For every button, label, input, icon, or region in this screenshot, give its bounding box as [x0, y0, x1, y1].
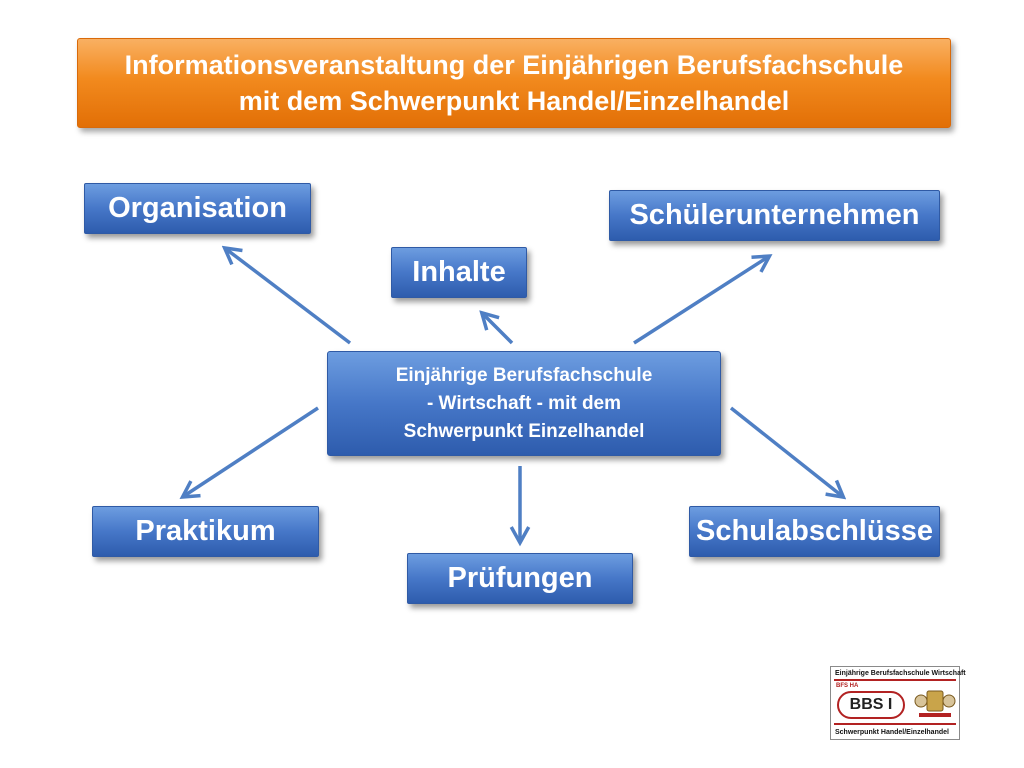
node-center: Einjährige Berufsfachschule - Wirtschaft…	[327, 351, 721, 456]
school-logo: Einjährige Berufsfachschule Wirtschaft B…	[830, 666, 966, 740]
node-organisation: Organisation	[84, 183, 311, 234]
title-line-2: mit dem Schwerpunkt Handel/Einzelhandel	[238, 86, 790, 116]
node-praktikum-label: Praktikum	[135, 515, 276, 547]
node-praktikum: Praktikum	[92, 506, 319, 557]
arrow-to-inhalte	[483, 314, 514, 345]
logo-top-text: Einjährige Berufsfachschule Wirtschaft	[835, 670, 966, 677]
title-banner: Informationsveranstaltung der Einjährige…	[77, 38, 951, 128]
node-schuelerunternehmen-label: Schülerunternehmen	[629, 199, 920, 231]
center-line-3: Schwerpunkt Einzelhandel	[403, 420, 645, 442]
logo-brand: BBS I	[837, 691, 905, 719]
node-schuelerunternehmen: Schülerunternehmen	[609, 190, 940, 241]
arrow-to-organisation	[226, 249, 352, 345]
node-organisation-label: Organisation	[108, 192, 287, 224]
node-pruefungen: Prüfungen	[407, 553, 633, 604]
node-inhalte-label: Inhalte	[412, 256, 506, 288]
center-line-2: - Wirtschaft - mit dem	[426, 392, 622, 414]
logo-small-text: BFS HA	[836, 683, 859, 689]
arrow-to-schulabschluesse	[729, 406, 842, 496]
logo-rule-bottom	[834, 723, 956, 725]
logo-rule-top	[834, 679, 956, 681]
title-line-1: Informationsveranstaltung der Einjährige…	[124, 50, 904, 80]
node-schulabschluesse-label: Schulabschlüsse	[696, 515, 933, 547]
logo-bottom-text: Schwerpunkt Handel/Einzelhandel	[835, 729, 949, 736]
node-pruefungen-label: Prüfungen	[447, 562, 593, 594]
arrow-to-praktikum	[184, 406, 319, 496]
node-inhalte: Inhalte	[391, 247, 527, 298]
arrow-to-schuelerunternehmen	[633, 257, 768, 345]
crest-icon	[914, 690, 956, 717]
center-line-1: Einjährige Berufsfachschule	[395, 364, 653, 386]
node-schulabschluesse: Schulabschlüsse	[689, 506, 940, 557]
